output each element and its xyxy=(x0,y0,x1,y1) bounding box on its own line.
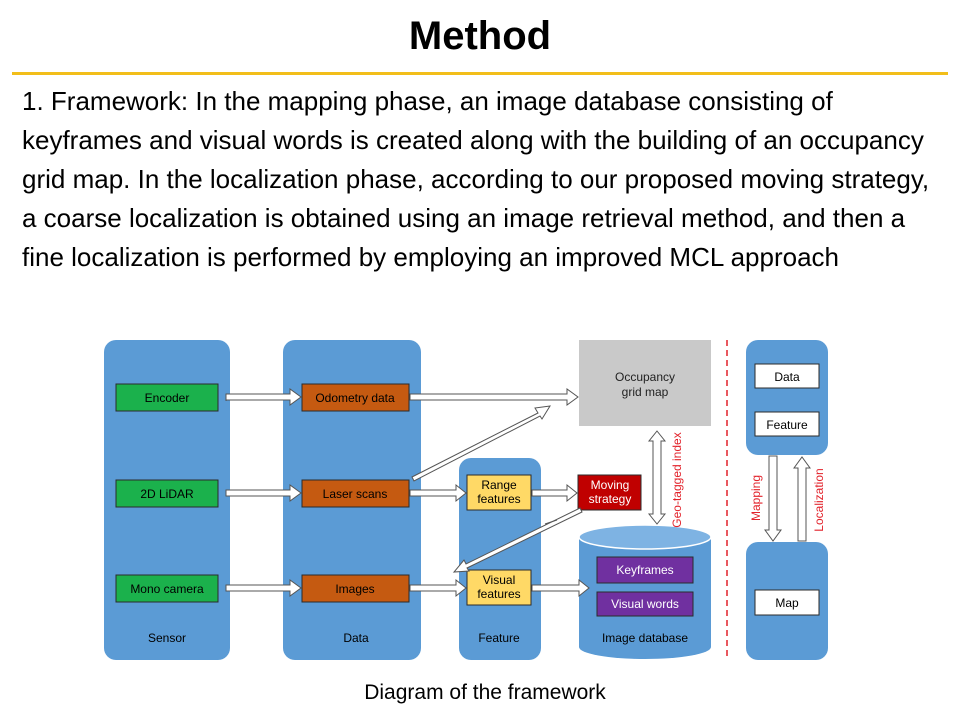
range-features-line1: Range xyxy=(481,478,517,492)
keyframes-box xyxy=(596,556,694,584)
occupancy-label-line2: grid map xyxy=(622,385,669,399)
slide-title: Method xyxy=(408,14,552,58)
visual-features-box xyxy=(466,569,532,606)
moving-strategy-line1: Moving xyxy=(591,478,630,492)
legend-map-label: Map xyxy=(775,596,799,610)
arrow-encoder-odometry xyxy=(225,388,302,406)
lidar-label: 2D LiDAR xyxy=(140,487,194,501)
odometry-data-box xyxy=(301,383,410,412)
diagram-caption: Diagram of the framework xyxy=(364,681,606,704)
legend-data-box xyxy=(754,363,820,389)
arrow-camera-images xyxy=(225,579,302,597)
range-features-box xyxy=(466,474,532,511)
flow-arrows xyxy=(225,388,667,598)
arrow-laser-occupancy xyxy=(411,405,551,482)
feature-column-label: Feature xyxy=(478,631,520,645)
encoder-label: Encoder xyxy=(145,391,190,405)
arrow-localization-up xyxy=(793,456,811,542)
moving-strategy-box xyxy=(577,474,642,511)
arrow-lidar-laser xyxy=(225,484,302,502)
arrow-laser-range xyxy=(409,483,467,503)
encoder-box xyxy=(115,383,219,412)
legend-map-box xyxy=(754,589,820,616)
legend-top-panel xyxy=(746,340,828,455)
legend-feature-box xyxy=(754,411,820,437)
mono-camera-label: Mono camera xyxy=(130,582,204,596)
visual-features-line1: Visual xyxy=(483,573,515,587)
moving-strategy-line2: strategy xyxy=(589,492,632,506)
legend-feature-label: Feature xyxy=(766,418,808,432)
legend-data-label: Data xyxy=(774,370,800,384)
laser-scans-label: Laser scans xyxy=(323,487,388,501)
data-column-label: Data xyxy=(343,631,369,645)
mapping-label: Mapping xyxy=(749,475,763,521)
geo-tagged-index-label: Geo-tagged index xyxy=(670,432,684,527)
title-underline xyxy=(12,72,948,75)
visual-words-box xyxy=(596,591,694,617)
visual-features-line2: features xyxy=(477,587,520,601)
mono-camera-box xyxy=(115,574,219,603)
occupancy-grid-map-box xyxy=(579,340,711,426)
framework-description: 1. Framework: In the mapping phase, an i… xyxy=(22,86,930,272)
localization-label: Localization xyxy=(812,468,826,531)
arrow-mapping-down xyxy=(764,455,782,542)
visual-words-label: Visual words xyxy=(611,597,679,611)
arrow-odometry-occupancy xyxy=(409,388,579,406)
arrow-visual-database xyxy=(531,578,590,598)
arrow-moving-visual xyxy=(452,507,583,573)
occupancy-label-line1: Occupancy xyxy=(615,370,675,384)
keyframes-label: Keyframes xyxy=(616,563,673,577)
laser-scans-box xyxy=(301,479,410,508)
connector-moving-db xyxy=(544,519,558,525)
arrow-geo-tagged xyxy=(647,430,667,525)
odometry-data-label: Odometry data xyxy=(315,391,395,405)
images-label: Images xyxy=(335,582,374,596)
sensor-column-label: Sensor xyxy=(148,631,186,645)
range-features-line2: features xyxy=(477,492,520,506)
image-database-label: Image database xyxy=(602,631,688,645)
lidar-box xyxy=(115,479,219,508)
arrow-images-visual xyxy=(409,578,467,598)
arrow-range-moving xyxy=(531,483,578,503)
images-box xyxy=(301,574,410,603)
